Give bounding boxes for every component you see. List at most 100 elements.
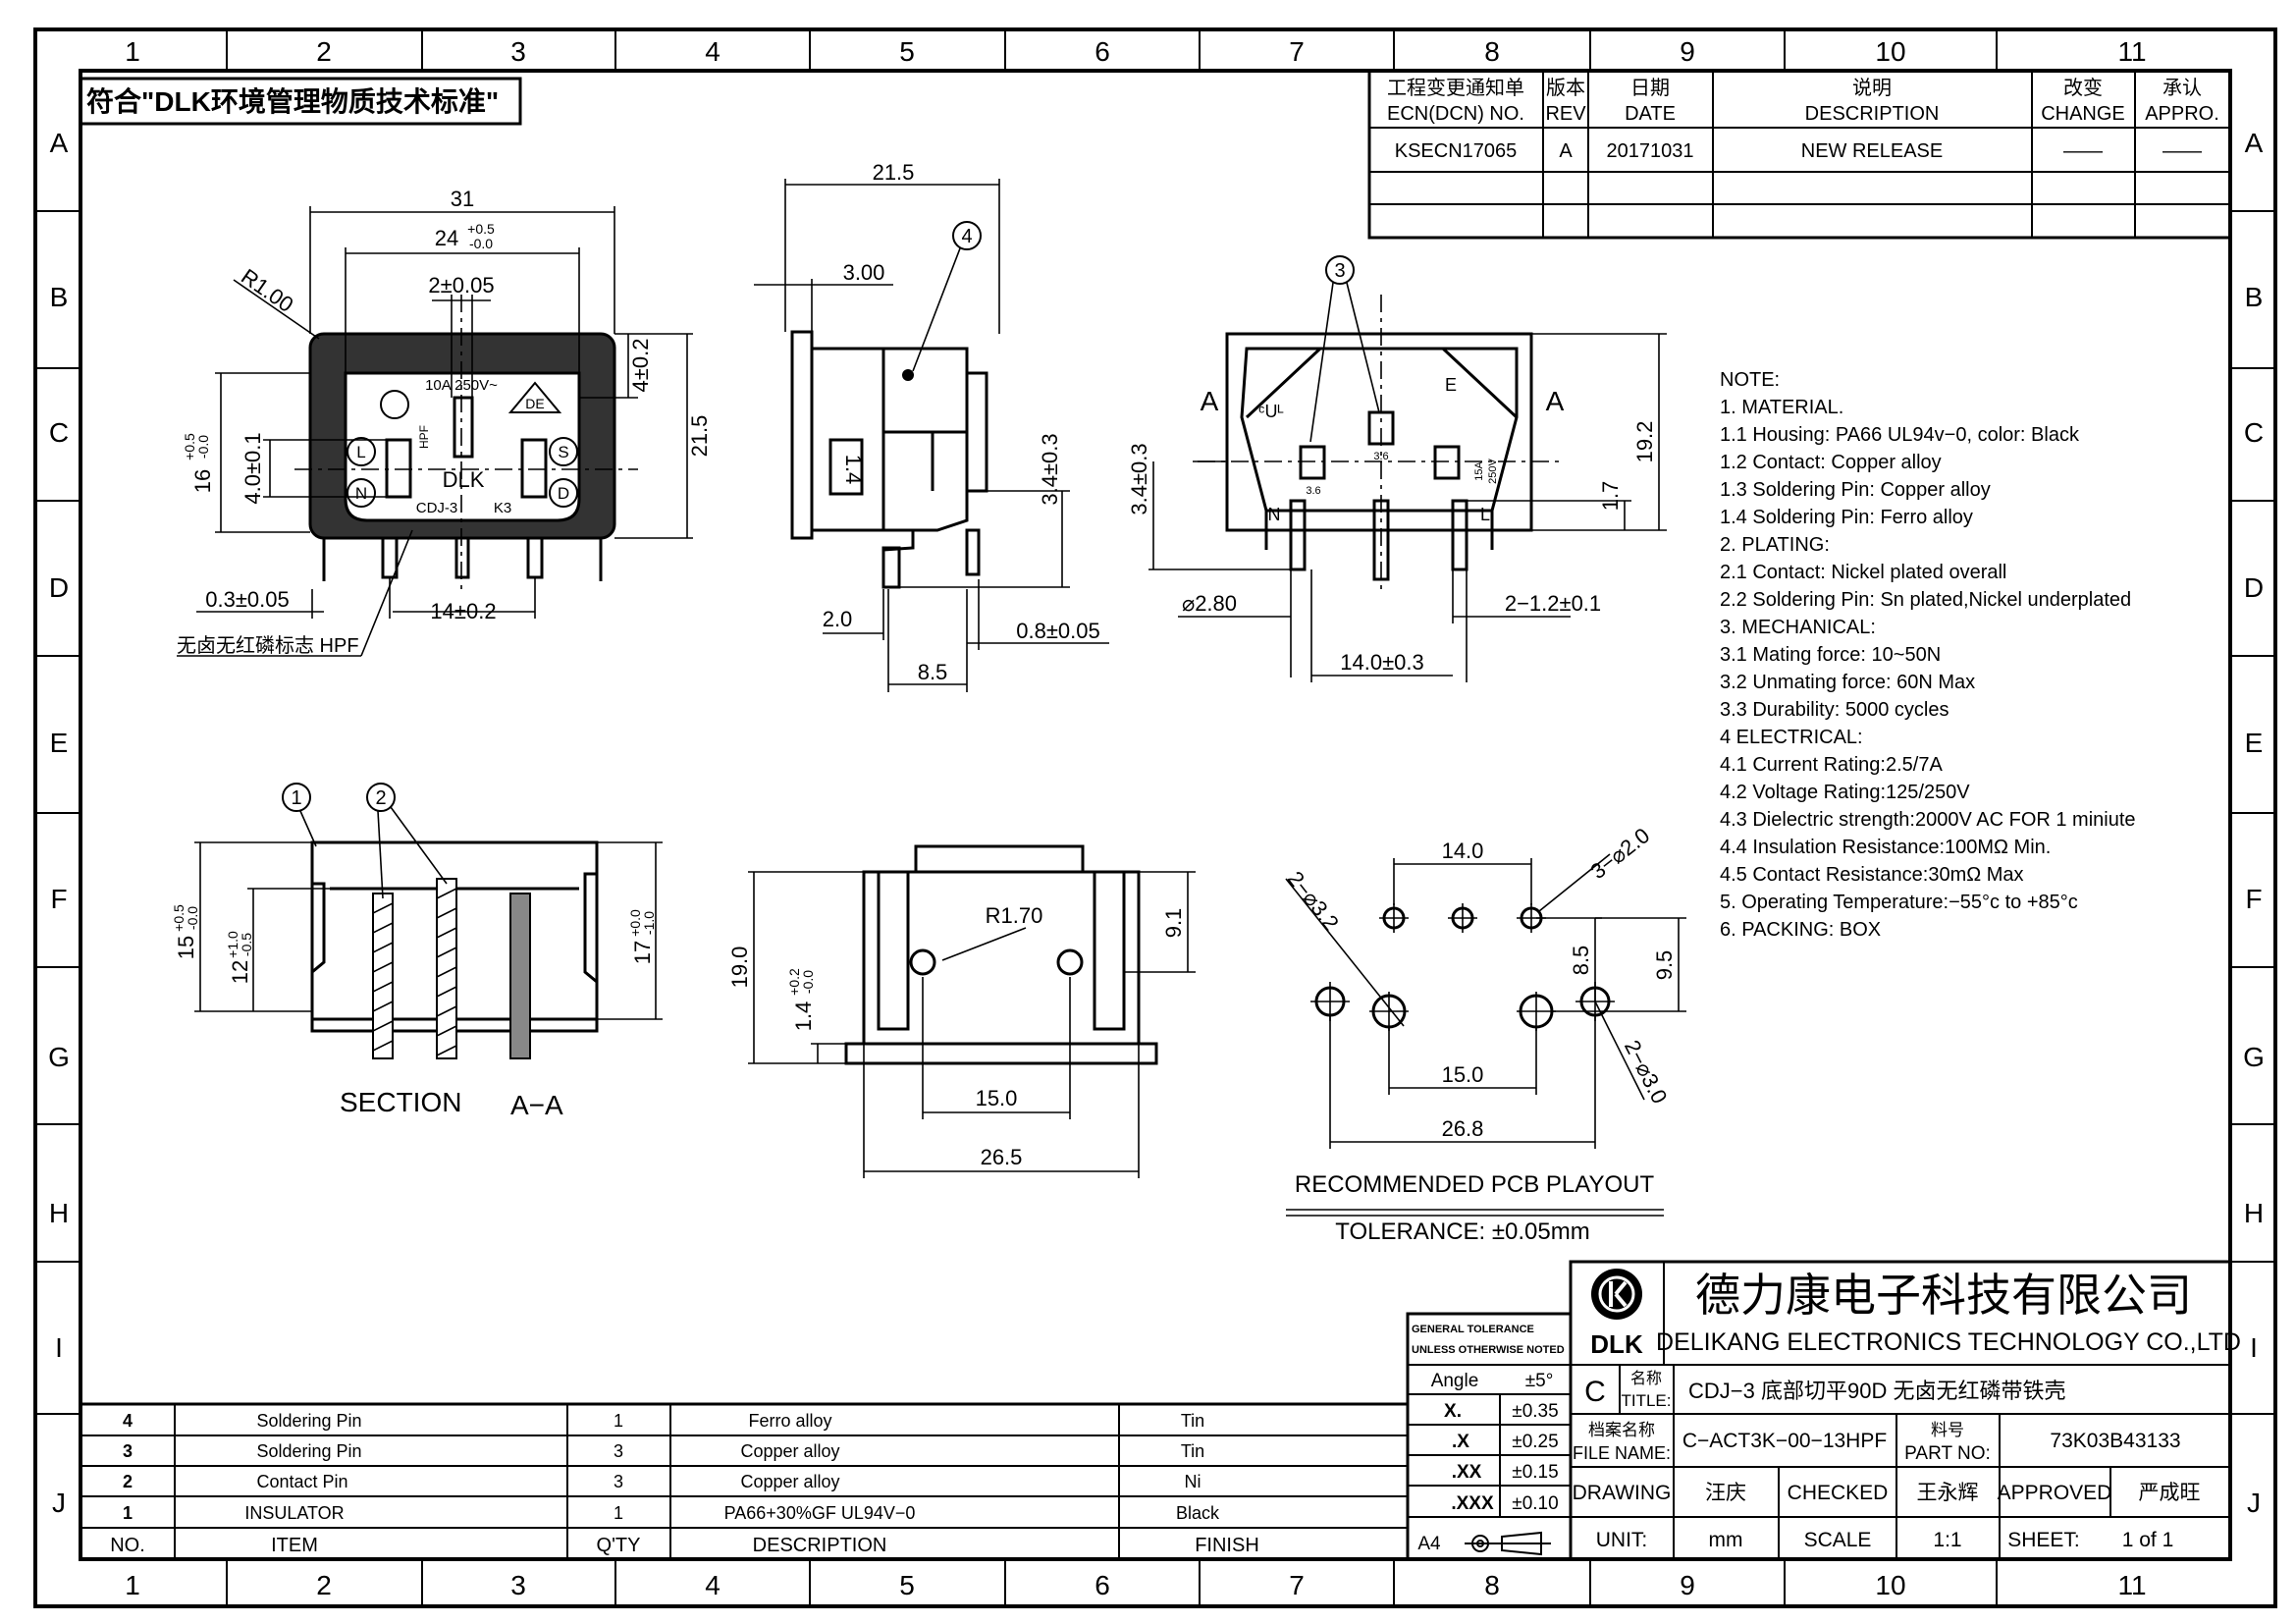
bom-no: 1 xyxy=(123,1503,133,1523)
sheet-label: SHEET: xyxy=(2007,1529,2080,1551)
compliance-note: 符合"DLK环境管理物质技术标准" xyxy=(79,77,522,126)
bom-header-description: DESCRIPTION xyxy=(753,1535,887,1556)
dim-front-16: 16 xyxy=(190,469,215,493)
title-block: DLK 德力康电子科技有限公司 DELIKANG ELECTRONICS TEC… xyxy=(1569,1260,2241,1561)
scale-label: SCALE xyxy=(1804,1529,1872,1551)
col-label: 1 xyxy=(125,36,140,67)
dim-sec-17-tol-dn: -1.0 xyxy=(641,911,657,935)
front-mark-hpf: HPF xyxy=(417,425,431,449)
row-label: I xyxy=(55,1332,63,1363)
part-label-cn: 料号 xyxy=(1931,1421,1964,1439)
col-label: 6 xyxy=(1095,1570,1110,1600)
scale-value: 1:1 xyxy=(1933,1529,1961,1551)
dim-pcb-3-d20: 3−⌀2.0 xyxy=(1586,823,1655,884)
col-label: 5 xyxy=(899,1570,915,1600)
part-label-en: PART NO: xyxy=(1904,1443,1991,1464)
rev-letter: A xyxy=(1559,140,1573,162)
bom-table: 4 Soldering Pin 1 Ferro alloy Tin 3 Sold… xyxy=(79,1402,1410,1561)
front-mark-model: CDJ-3 xyxy=(416,500,458,516)
dim-front-215: 21.5 xyxy=(687,415,712,458)
dim-sec-12-tol-dn: -0.5 xyxy=(239,933,254,956)
row-label: B xyxy=(50,282,69,312)
bom-no: 4 xyxy=(123,1411,133,1431)
row-label: G xyxy=(2243,1042,2265,1072)
dim-rear-2-12: 2−1.2±0.1 xyxy=(1505,591,1601,616)
row-label: J xyxy=(52,1488,66,1518)
row-label: I xyxy=(2250,1332,2258,1363)
col-label: 3 xyxy=(510,36,526,67)
rev-header-desc-en: DESCRIPTION xyxy=(1805,103,1940,125)
col-label: 9 xyxy=(1680,36,1695,67)
tol-dxxx-value: ±0.10 xyxy=(1512,1493,1558,1514)
bom-item: Soldering Pin xyxy=(256,1441,361,1461)
dim-rear-192: 19.2 xyxy=(1632,421,1657,463)
tol-dx-label: .X xyxy=(1452,1432,1469,1452)
row-label: E xyxy=(50,728,69,758)
dim-bot-14-tol-up: +0.2 xyxy=(786,968,802,996)
tol-dxx-label: .XX xyxy=(1452,1462,1482,1483)
dim-pcb-85: 8.5 xyxy=(1569,946,1593,976)
dim-rear-17: 1.7 xyxy=(1598,481,1623,512)
dim-sec-15-tol-dn: -0.0 xyxy=(185,906,200,930)
dim-pcb-268: 26.8 xyxy=(1442,1116,1484,1141)
company-name-en: DELIKANG ELECTRONICS TECHNOLOGY CO.,LTD xyxy=(1656,1328,2241,1356)
dim-side-20: 2.0 xyxy=(823,607,853,631)
file-name: C−ACT3K−00−13HPF xyxy=(1682,1430,1887,1452)
rear-label-e: E xyxy=(1445,375,1457,395)
bom-finish: Ni xyxy=(1185,1472,1201,1491)
dim-sec-15: 15 xyxy=(174,936,198,959)
rev-header-rev-cn: 版本 xyxy=(1546,77,1585,99)
note-line: 5. Operating Temperature:−55°c to +85°c xyxy=(1720,892,2078,913)
row-label: C xyxy=(49,417,69,448)
col-label: 7 xyxy=(1289,36,1305,67)
tol-x-value: ±0.35 xyxy=(1512,1401,1558,1422)
dim-pcb-2-d32: 2−⌀3.2 xyxy=(1283,867,1344,936)
side-view: 4 21.5 3.00 3.4±0.3 2.0 0.8±0.05 8.5 1.4 xyxy=(754,160,1109,692)
section-balloon-1: 1 xyxy=(282,783,317,847)
row-label: G xyxy=(48,1042,70,1072)
dim-sec-15-tol-up: +0.5 xyxy=(171,904,187,932)
rev-date: 20171031 xyxy=(1607,140,1694,162)
col-label: 7 xyxy=(1289,1570,1305,1600)
dim-front-r1: R1.00 xyxy=(237,264,297,317)
rev-header-appro-en: APPRO. xyxy=(2145,103,2219,125)
rev-approval: —— xyxy=(2163,140,2202,162)
bom-qty: 3 xyxy=(614,1441,623,1461)
col-label: 1 xyxy=(125,1570,140,1600)
checked-label: CHECKED xyxy=(1788,1482,1889,1504)
dim-front-24-tol-up: +0.5 xyxy=(467,221,495,237)
svg-text:4: 4 xyxy=(961,226,972,247)
pcb-tolerance: TOLERANCE: ±0.05mm xyxy=(1335,1218,1589,1245)
col-label: 10 xyxy=(1875,1570,1905,1600)
dim-front-31: 31 xyxy=(451,187,474,211)
row-label: J xyxy=(2247,1488,2261,1518)
rear-rating-250v: 250V xyxy=(1487,458,1499,483)
note-line: 4.3 Dielectric strength:2000V AC FOR 1 m… xyxy=(1720,809,2136,831)
bottom-view: R1.70 19.0 1.4 +0.2 -0.0 9.1 15.0 26.5 xyxy=(727,844,1196,1178)
section-caption: SECTION xyxy=(340,1087,461,1117)
dim-rear-140: 14.0±0.3 xyxy=(1340,650,1423,675)
note-line: 4.2 Voltage Rating:125/250V xyxy=(1720,782,1970,803)
dim-sec-12: 12 xyxy=(228,960,252,984)
note-line: 1.1 Housing: PA66 UL94v−0, color: Black xyxy=(1720,424,2080,446)
col-label: 10 xyxy=(1875,36,1905,67)
dim-bot-150: 15.0 xyxy=(976,1086,1018,1110)
dim-front-24-tol-dn: -0.0 xyxy=(469,236,493,251)
rev-header-desc-cn: 说明 xyxy=(1852,77,1892,99)
rear-label-ul: ᶜUᴸ xyxy=(1258,402,1284,421)
note-line: 1.3 Soldering Pin: Copper alloy xyxy=(1720,479,1991,501)
bom-qty: 3 xyxy=(614,1472,623,1491)
file-label-cn: 档案名称 xyxy=(1588,1421,1655,1439)
row-label: F xyxy=(50,884,67,914)
bom-header-qty: Q'TY xyxy=(597,1535,641,1556)
rev-ecn: KSECN17065 xyxy=(1395,140,1518,162)
rev-header-change-en: CHANGE xyxy=(2041,103,2125,125)
dim-sec-17-tol-up: +0.0 xyxy=(627,909,643,937)
file-label-en: FILE NAME: xyxy=(1573,1443,1671,1463)
svg-text:2: 2 xyxy=(375,787,386,809)
col-label: 11 xyxy=(2117,36,2146,67)
tol-dxxx-label: .XXX xyxy=(1451,1493,1494,1514)
row-label: E xyxy=(2245,728,2264,758)
bom-header-item: ITEM xyxy=(271,1535,318,1556)
